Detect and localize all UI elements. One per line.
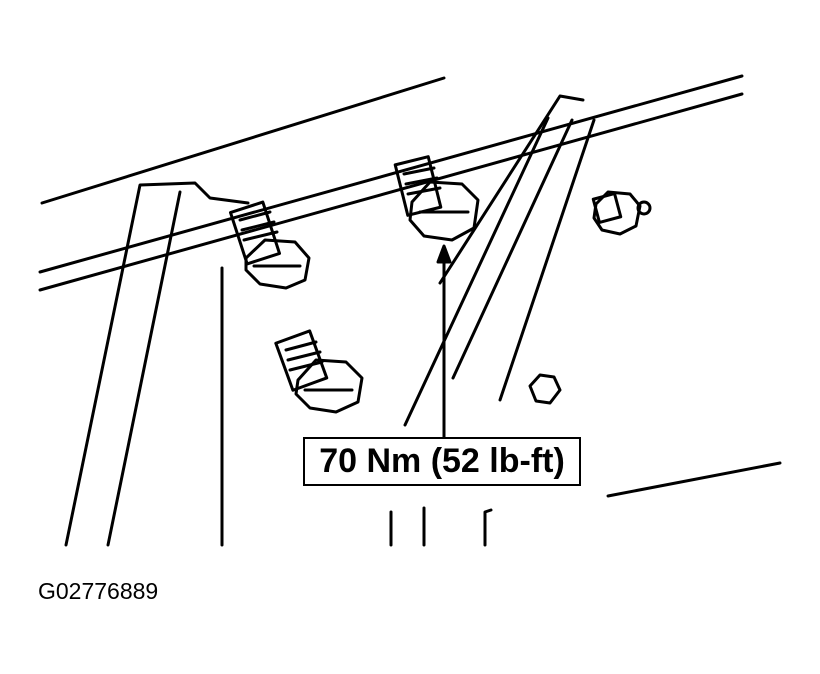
bolt-thread: [284, 340, 318, 352]
rail-top-line: [38, 74, 744, 274]
bolt-tip: [636, 200, 652, 216]
right-bracket: [403, 94, 782, 498]
lower-edge-marks: [389, 506, 493, 547]
left-bracket-inner-line: [106, 190, 182, 547]
right-bracket-line-b: [403, 116, 550, 427]
right-bracket-line-a: [451, 118, 574, 380]
torque-spec-label: 70 Nm (52 lb-ft): [303, 437, 581, 486]
bolt-thread: [402, 166, 436, 176]
arrowhead: [436, 244, 452, 264]
edge-mark: [483, 508, 493, 547]
bolt-head: [294, 358, 364, 414]
bolt-thread: [404, 176, 439, 186]
crossmember-rails: [38, 74, 744, 292]
bolt-shank: [591, 192, 623, 224]
bolt-left: [228, 200, 311, 290]
bolt-thread: [286, 350, 322, 362]
hex-nut: [528, 373, 562, 405]
bolt-thread: [238, 210, 272, 222]
bolt-lower: [274, 329, 364, 414]
bolt-indicated: [393, 155, 480, 242]
upper-rail-line: [40, 76, 446, 205]
bolt-thread: [242, 230, 279, 242]
right-bracket-lower-line: [606, 461, 782, 498]
bolt-head: [408, 180, 480, 242]
bolt-shank: [274, 329, 329, 392]
bolt-thread: [288, 360, 324, 372]
bolt-small-right: [591, 190, 652, 236]
bolt-thread: [240, 220, 276, 232]
left-bracket: [64, 181, 250, 547]
leader-arrow: [436, 244, 452, 439]
right-bracket-outline: [438, 94, 585, 285]
bolt-thread: [406, 186, 442, 196]
bolt-shank: [393, 155, 443, 217]
left-bracket-outline: [64, 181, 250, 547]
rail-bottom-line: [38, 92, 744, 292]
bolt-shank: [228, 200, 282, 266]
right-bracket-line-c: [498, 118, 596, 402]
figure-id: G02776889: [38, 578, 159, 604]
